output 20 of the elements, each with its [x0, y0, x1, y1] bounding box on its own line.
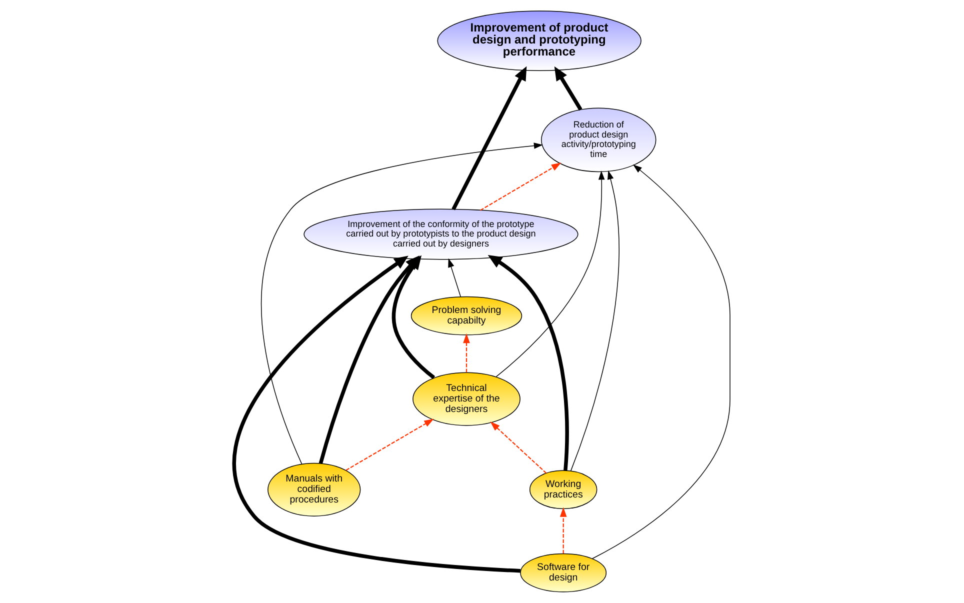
- arrow: [448, 258, 462, 298]
- node-ellipse: Improvement of product design and prototyping performance: [437, 10, 642, 71]
- arrow: [560, 507, 567, 554]
- node-ellipse: Problem solving capabilty: [410, 296, 522, 336]
- arrow: [480, 162, 562, 211]
- arrow: [488, 254, 569, 471]
- arrow: [592, 164, 730, 559]
- arrow: [346, 418, 434, 471]
- arrow: [496, 170, 605, 378]
- arrow: [570, 170, 620, 472]
- arrow: [318, 255, 420, 464]
- node-ellipse: Working practices: [529, 470, 598, 510]
- arrow: [463, 333, 470, 372]
- arrow: [452, 66, 527, 210]
- arrow: [554, 66, 582, 111]
- node-ellipse: Improvement of the conformity of the prototype carried out by prototypists to the product design carried out by designers: [304, 208, 578, 260]
- arrow: [490, 422, 547, 474]
- arrow: [261, 142, 543, 464]
- node-ellipse: Manuals with codified procedures: [268, 462, 361, 516]
- node-ellipse: Software for design: [520, 553, 607, 592]
